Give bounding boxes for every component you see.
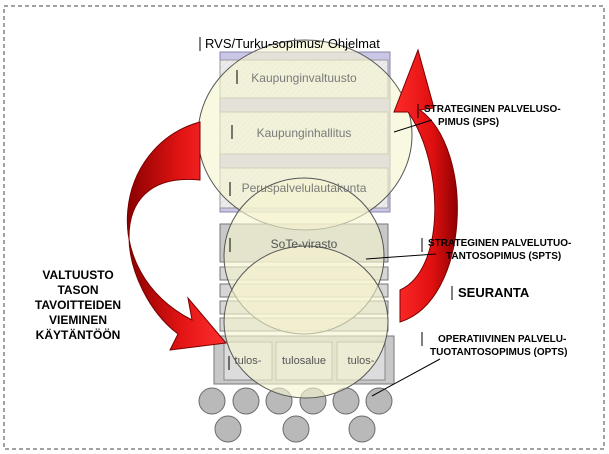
label-tulos-right: tulos- [347, 355, 375, 367]
leader-spts [365, 253, 437, 260]
label-valtuusto: Kaupunginvaltuusto [251, 71, 357, 85]
leader-sps [393, 119, 433, 133]
label-spts-line2: TANTOSOPIMUS (SPTS) [446, 251, 562, 262]
label-opts-line1: OPERATIIVINEN PALVELU- [438, 334, 567, 345]
label-ticks [199, 37, 453, 370]
right-arrow [393, 48, 458, 323]
label-sps-line2: PIMUS (SPS) [438, 117, 500, 128]
label-spts: STRATEGINEN PALVELUTUO- TANTOSOPIMUS (SP… [428, 237, 571, 263]
label-tulos-mid: tulosalue [281, 355, 327, 367]
label-left-line3: TAVOITTEIDEN [34, 298, 122, 312]
label-spts-line1: STRATEGINEN PALVELUTUO- [428, 238, 572, 249]
label-left-line5: KÄYTÄNTÖÖN [35, 328, 121, 342]
circle-opts [223, 245, 389, 399]
label-hallitus: Kaupunginhallitus [256, 126, 352, 140]
label-left: VALTUUSTO TASON TAVOITTEIDEN VIEMINEN KÄ… [18, 268, 138, 343]
label-sps: STRATEGINEN PALVELUSO- PIMUS (SPS) [424, 103, 561, 129]
top-label: RVS/Turku-sopimus/ Ohjelmat [205, 36, 380, 51]
label-opts: OPERATIIVINEN PALVELU- TUOTANTOSOPIMUS (… [430, 333, 567, 359]
label-seuranta: SEURANTA [458, 285, 530, 300]
left-arrow [126, 121, 227, 351]
label-virasto: SoTe-virasto [270, 237, 338, 251]
label-left-line4: VIEMINEN [48, 313, 107, 327]
label-lautakunta: Peruspalvelulautakunta [241, 181, 367, 195]
dashed-frame [3, 5, 605, 450]
leader-opts [371, 358, 441, 397]
label-opts-line2: TUOTANTOSOPIMUS (OPTS) [430, 347, 568, 358]
label-sps-line1: STRATEGINEN PALVELUSO- [424, 104, 561, 115]
label-tulos-left: tulos- [234, 355, 262, 367]
label-left-line2: TASON [57, 283, 99, 297]
label-left-line1: VALTUUSTO [42, 268, 114, 282]
